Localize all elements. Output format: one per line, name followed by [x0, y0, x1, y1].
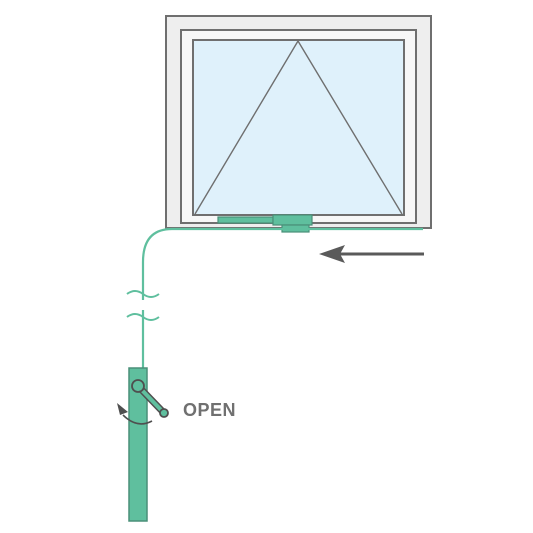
open-label: OPEN [183, 400, 237, 420]
opening-indicator-lines [194, 39, 403, 215]
awning-window-icon [165, 15, 432, 233]
arrow-left-icon [319, 245, 424, 263]
cable-break-upper [126, 290, 160, 298]
cable-break-lower [126, 313, 160, 321]
crank-post [128, 367, 148, 522]
drive-cable [141, 227, 423, 300]
crank-handle-icon [131, 379, 169, 418]
operator-gearbox [272, 214, 313, 226]
operator-arm [217, 216, 274, 224]
window-glass [192, 39, 405, 216]
rotation-arrow-icon [117, 403, 153, 425]
